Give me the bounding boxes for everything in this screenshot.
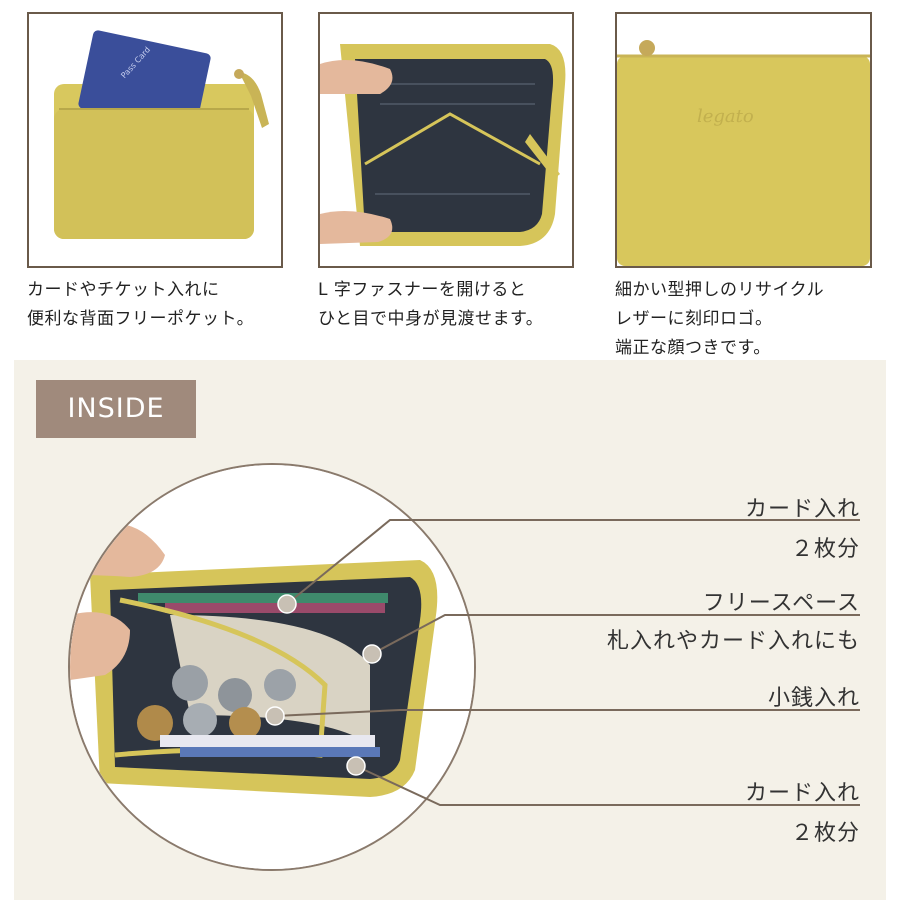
leader-line-card-slot-top xyxy=(286,519,860,605)
leather-closeup-illustration: legato xyxy=(617,14,870,266)
callout-free-space-detail: 札入れやカード入れにも xyxy=(606,629,860,654)
caption-line: カードやチケット入れに xyxy=(27,280,220,300)
caption-line: 端正な顔つきです。 xyxy=(615,338,771,358)
leader-line-free-space xyxy=(371,614,860,655)
callout-dot xyxy=(265,706,285,726)
leader-line-card-slot-bottom xyxy=(355,765,860,806)
callout-dot xyxy=(277,594,297,614)
caption-line: 便利な背面フリーポケット。 xyxy=(27,309,255,329)
open-wallet-photo xyxy=(318,12,574,268)
callout-coin-pocket-title: 小銭入れ xyxy=(767,686,860,711)
callout-card-slot-top-title: カード入れ xyxy=(744,497,860,522)
caption-l-zipper: L 字ファスナーを開けると ひと目で中身が見渡せます。 xyxy=(318,276,543,334)
caption-line: レザーに刻印ロゴ。 xyxy=(615,309,773,329)
callout-dot xyxy=(362,644,382,664)
callout-card-slot-top-detail: ２枚分 xyxy=(790,537,860,562)
caption-line: 細かい型押しのリサイクル xyxy=(615,280,825,300)
caption-embossed-logo: 細かい型押しのリサイクル レザーに刻印ロゴ。 端正な顔つきです。 xyxy=(615,276,824,363)
callout-free-space-title: フリースペース xyxy=(702,591,860,616)
feature-panels-section: Pass Card xyxy=(0,0,900,360)
callout-dot xyxy=(346,756,366,776)
caption-line: L 字ファスナーを開けると xyxy=(318,280,527,300)
back-pocket-photo: Pass Card xyxy=(27,12,283,268)
caption-back-pocket: カードやチケット入れに 便利な背面フリーポケット。 xyxy=(27,276,254,334)
embossed-logo-text: legato xyxy=(697,106,754,127)
open-wallet-illustration xyxy=(320,14,572,266)
wallet-back-illustration: Pass Card xyxy=(29,14,281,266)
leader-line-coin-pocket xyxy=(274,709,860,717)
embossed-logo-photo: legato xyxy=(615,12,872,268)
callout-card-slot-bottom-title: カード入れ xyxy=(744,781,860,806)
callout-card-slot-bottom-detail: ２枚分 xyxy=(790,821,860,846)
inside-wallet-illustration xyxy=(70,465,474,869)
caption-line: ひと目で中身が見渡せます。 xyxy=(318,309,544,329)
inside-wallet-photo xyxy=(68,463,476,871)
inside-badge: INSIDE xyxy=(36,380,196,438)
